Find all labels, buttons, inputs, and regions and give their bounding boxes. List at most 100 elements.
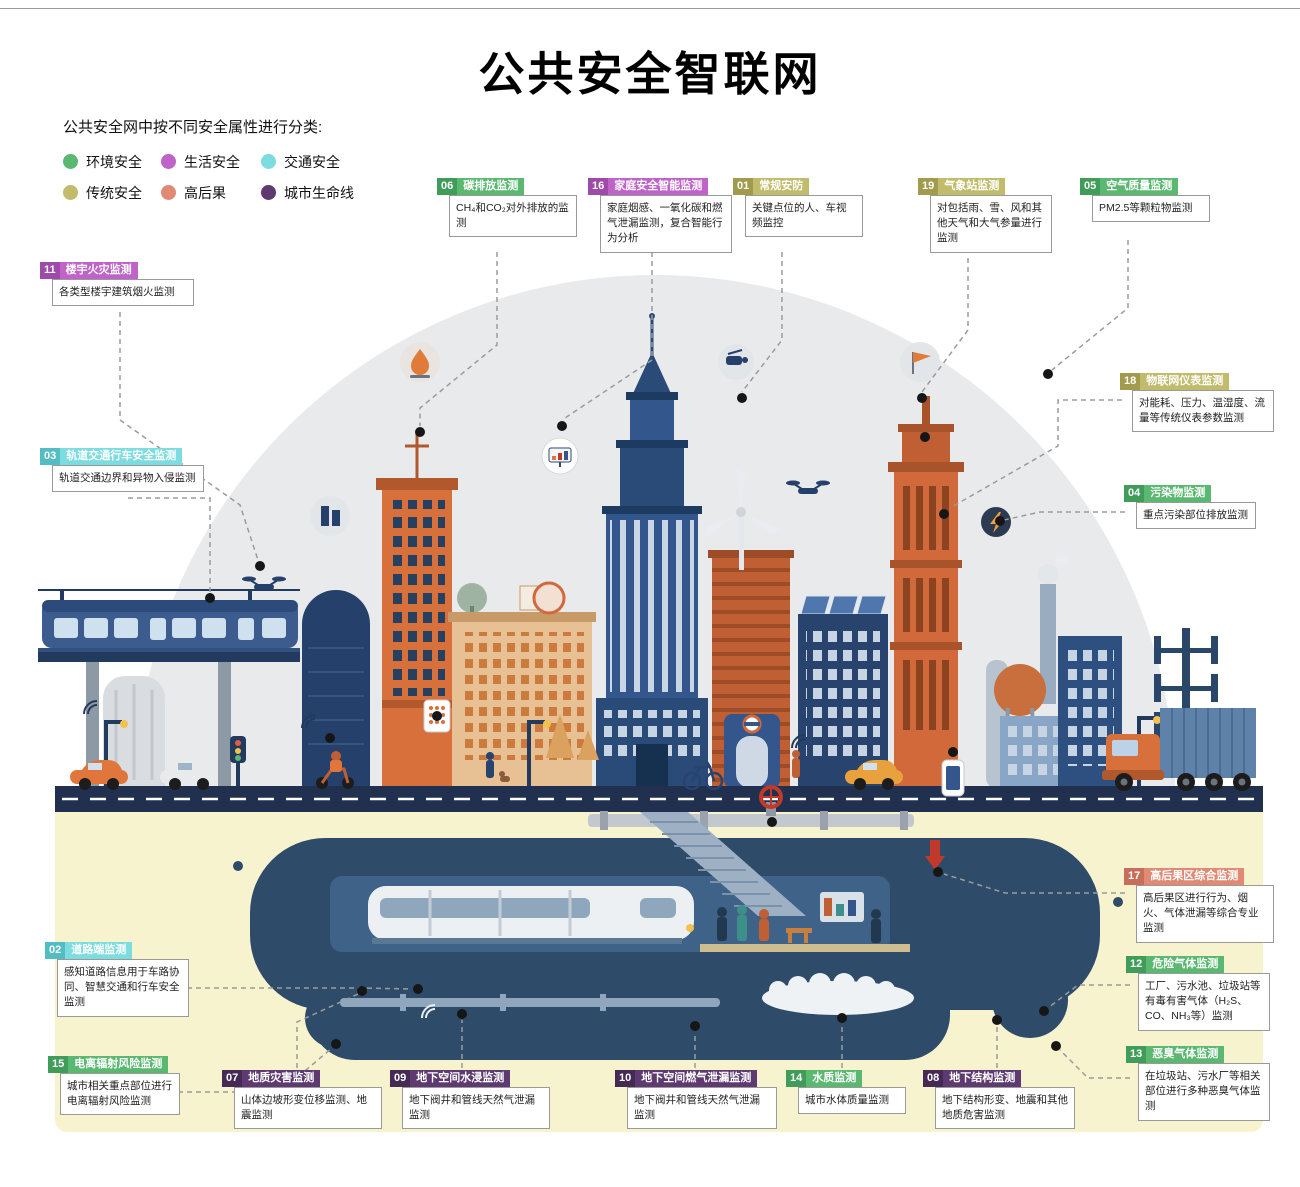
callout-number: 14 — [786, 1070, 807, 1087]
legend: 环境安全 生活安全 交通安全 传统安全 高后果 城市生命线 — [63, 146, 391, 208]
callout-title: 家庭安全智能监测 — [608, 178, 709, 195]
callout-title: 地下空间水浸监测 — [410, 1070, 511, 1087]
pine-tree — [577, 730, 599, 760]
callout-number: 19 — [918, 178, 939, 195]
metro-train — [368, 886, 694, 944]
fire-sensor-icon — [400, 342, 440, 382]
industrial-plant — [986, 553, 1122, 789]
callout-title: 污染物监测 — [1144, 485, 1212, 502]
callout-body: 感知道路信息用于车路协同、智慧交通和行车安全监测 — [57, 959, 189, 1017]
legend-label: 交通安全 — [284, 153, 340, 170]
callout-body: 重点污染部位排放监测 — [1136, 502, 1256, 530]
top-divider — [0, 8, 1300, 9]
monitor-sensor-icon — [541, 437, 579, 475]
callout-number: 18 — [1120, 373, 1141, 390]
pedestrians — [486, 750, 800, 782]
building-cream — [448, 583, 596, 788]
callout-number: 02 — [45, 942, 66, 959]
camera-sensor-icon — [718, 344, 754, 380]
road — [55, 786, 1263, 812]
callout-number: 03 — [40, 448, 61, 465]
callout-body: 在垃圾站、污水厂等相关部位进行多种恶臭气体监测 — [1138, 1063, 1270, 1121]
underground-sensor — [925, 840, 945, 870]
city-skyline — [302, 313, 1218, 789]
callout-body: 家庭烟感、一氧化碳和燃气泄漏监测，复合智能行为分析 — [600, 195, 732, 253]
callout-title: 高后果区综合监测 — [1144, 868, 1245, 885]
passengers — [717, 905, 881, 943]
building-sensor-icon — [310, 496, 350, 536]
callout-number: 09 — [390, 1070, 411, 1087]
callout-number: 04 — [1124, 485, 1145, 502]
callout-title: 气象站监测 — [938, 178, 1006, 195]
callout-body: 地下阀井和管线天然气泄漏监测 — [627, 1087, 777, 1130]
callout-title: 道路端监测 — [65, 942, 133, 959]
callout-number: 01 — [733, 178, 754, 195]
vehicles — [70, 708, 1256, 797]
legend-color-dot — [261, 154, 276, 169]
callout-body: PM2.5等颗粒物监测 — [1092, 195, 1210, 223]
legend-item: 高后果 — [161, 177, 261, 208]
rooftop-sphere — [532, 581, 566, 615]
callout-title: 空气质量监测 — [1100, 178, 1179, 195]
callout-title: 常规安防 — [753, 178, 810, 195]
callout-title: 楼宇火灾监测 — [59, 262, 138, 279]
drone-icon — [242, 576, 286, 590]
scooter-rider — [316, 751, 354, 789]
callout-number: 17 — [1124, 868, 1145, 885]
callout-title: 水质监测 — [806, 1070, 863, 1087]
callout-title: 碳排放监测 — [457, 178, 525, 195]
legend-label: 环境安全 — [86, 153, 142, 170]
pollution-sensor-icon — [981, 507, 1011, 537]
callout-title: 电离辐射风险监测 — [68, 1056, 169, 1073]
callout-number: 13 — [1126, 1046, 1147, 1063]
elevated-rail — [38, 589, 300, 788]
escalator — [640, 812, 806, 916]
traffic-light — [230, 736, 246, 786]
callout-number: 15 — [48, 1056, 69, 1073]
callout-body: 地下阀井和管线天然气泄漏监测 — [402, 1087, 550, 1130]
weather-station-icon — [900, 342, 940, 382]
legend-color-dot — [161, 185, 176, 200]
station-bench — [786, 928, 812, 943]
legend-item: 环境安全 — [63, 146, 161, 177]
wall-device-panel — [423, 699, 451, 733]
callout-number: 08 — [923, 1070, 944, 1087]
callout-body: 城市相关重点部位进行电离辐射风险监测 — [60, 1073, 180, 1116]
legend-color-dot — [63, 154, 78, 169]
callout-body: 各类型楼宇建筑烟火监测 — [52, 279, 194, 307]
callout-number: 10 — [615, 1070, 636, 1087]
legend-label: 城市生命线 — [284, 184, 354, 201]
elevated-train — [42, 600, 298, 648]
callout-body: 城市水体质量监测 — [798, 1087, 906, 1115]
car-white — [160, 760, 218, 790]
wifi-signal-icons — [83, 700, 806, 749]
callout-body: 高后果区进行行为、烟火、气体泄漏等综合专业监测 — [1136, 885, 1274, 943]
callout-number: 07 — [222, 1070, 243, 1087]
